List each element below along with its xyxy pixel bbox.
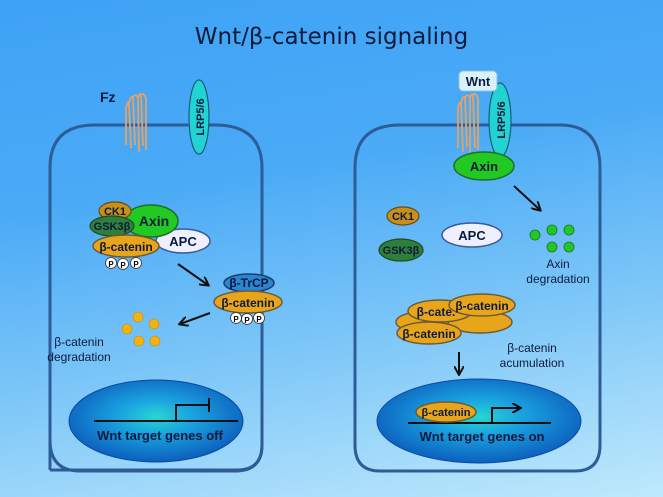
bcat-label: β-cate. bbox=[417, 305, 456, 319]
gsk3b-node bbox=[378, 238, 424, 262]
left-cell: Fz LRP5/6 APC Axin CK1 GSK3β β-catenin P… bbox=[47, 79, 283, 473]
right-cell: LRP5/6 Wnt Axin CK1 GSK3β APC Axin degra… bbox=[353, 70, 602, 473]
phospho-label: P bbox=[244, 316, 250, 325]
fz-label: Fz bbox=[100, 89, 116, 105]
btrcp-label: β-TrCP bbox=[229, 276, 268, 290]
bcat-node bbox=[92, 234, 160, 258]
bcat-label: β-catenin bbox=[99, 240, 152, 254]
wnt-label: Wnt bbox=[466, 74, 491, 89]
axin-degradation-label-2: degradation bbox=[526, 272, 589, 286]
bcat-node bbox=[396, 321, 462, 345]
bcat-node bbox=[448, 293, 516, 317]
lrp-label: LRP5/6 bbox=[195, 98, 207, 135]
axin-label: Axin bbox=[139, 213, 169, 229]
apc-label: APC bbox=[458, 228, 486, 243]
bcat-degradation-label: β-catenin bbox=[54, 335, 104, 349]
diagram-title: Wnt/β-catenin signaling bbox=[194, 24, 469, 50]
bcat-accum-label-2: acumulation bbox=[500, 356, 565, 370]
axin-degradation-label: Axin bbox=[546, 257, 569, 271]
ck1-label: CK1 bbox=[104, 206, 126, 218]
phospho-group: P P P bbox=[105, 257, 142, 270]
wnt-ligand bbox=[458, 70, 498, 92]
nucleus-bcat-node bbox=[415, 401, 477, 423]
fz-receptor bbox=[457, 93, 479, 155]
axin-degradation-dots bbox=[529, 224, 575, 253]
axin-label: Axin bbox=[470, 159, 498, 174]
phospho-group-2: P P P bbox=[230, 312, 265, 325]
phospho-label: P bbox=[108, 260, 114, 269]
bcat-ub-label: β-catenin bbox=[221, 296, 274, 310]
bcat-accum-label: β-catenin bbox=[507, 341, 557, 355]
lrp-receptor bbox=[188, 79, 210, 155]
nucleus-label: Wnt target genes on bbox=[420, 429, 545, 444]
bcat-degradation-dots bbox=[121, 311, 161, 347]
cell-membrane-bottom bbox=[48, 439, 264, 473]
arrow-to-btrcp bbox=[177, 263, 208, 285]
ck1-label: CK1 bbox=[392, 211, 414, 223]
bcat-label: β-catenin bbox=[402, 327, 455, 341]
phospho-label: P bbox=[133, 260, 139, 269]
arrow-to-axin-degradation bbox=[513, 185, 540, 210]
arrow-to-degradation bbox=[180, 312, 211, 324]
nucleus-label: Wnt target genes off bbox=[97, 428, 223, 443]
phospho-label: P bbox=[233, 315, 239, 324]
promoter-blocked-icon bbox=[175, 398, 210, 421]
ck1-node bbox=[386, 206, 420, 226]
promoter-active-arrow-icon bbox=[491, 408, 520, 423]
apc-node bbox=[441, 222, 503, 248]
gsk3b-label: GSK3β bbox=[94, 221, 131, 233]
nucleus-bcat-label: β-catenin bbox=[422, 407, 471, 419]
bcat-degradation-label-2: degradation bbox=[47, 350, 110, 364]
axin-node bbox=[453, 151, 515, 181]
bcat-ub-node bbox=[213, 290, 283, 314]
lrp-label: LRP5/6 bbox=[496, 101, 508, 138]
nucleus bbox=[376, 378, 582, 464]
apc-label: APC bbox=[169, 234, 197, 249]
bcat-accumulation-stack: β-cate. β-catenin β-catenin bbox=[395, 293, 516, 345]
phospho-label: P bbox=[120, 261, 126, 270]
fz-receptor bbox=[125, 93, 147, 153]
bcat-label: β-catenin bbox=[455, 299, 508, 313]
cell-membrane bbox=[353, 123, 602, 473]
phospho-label: P bbox=[256, 315, 262, 324]
gsk3b-label: GSK3β bbox=[383, 245, 420, 257]
